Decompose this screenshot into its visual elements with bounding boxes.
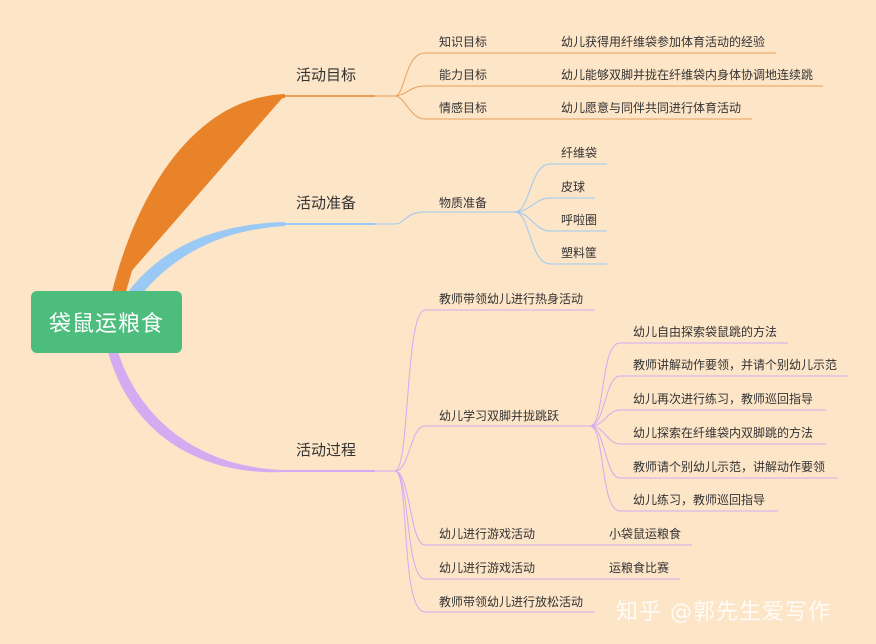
process-link-3 xyxy=(394,470,426,546)
root-node[interactable]: 袋鼠运粮食 xyxy=(31,291,182,353)
branch-goal-stem xyxy=(115,95,285,290)
goal-emotion-detail[interactable]: 幼儿愿意与同伴共同进行体育活动 xyxy=(561,101,742,115)
jump-step-6[interactable]: 幼儿练习，教师巡回指导 xyxy=(633,493,766,507)
goal-knowledge-detail[interactable]: 幼儿获得用纤维袋参加体育活动的经验 xyxy=(561,35,766,49)
prep-item-ball[interactable]: 皮球 xyxy=(561,180,586,194)
watermark: 知乎 @郭先生爱写作 xyxy=(616,600,831,625)
process-link-2 xyxy=(394,425,426,472)
jump-link-5 xyxy=(589,425,621,479)
process-link-5 xyxy=(394,470,426,613)
jump-step-3[interactable]: 幼儿再次进行练习，教师巡回指导 xyxy=(633,392,814,406)
prep-item-hoop[interactable]: 呼啦圈 xyxy=(561,213,598,227)
goal-link-3 xyxy=(394,95,426,120)
branch-prep[interactable]: 活动准备 xyxy=(296,194,357,212)
goal-ability[interactable]: 能力目标 xyxy=(439,68,488,82)
jump-step-4[interactable]: 幼儿探索在纤维袋内双脚跳的方法 xyxy=(633,426,814,440)
jump-link-2 xyxy=(589,375,621,427)
game-1-name[interactable]: 小袋鼠运粮食 xyxy=(609,527,682,541)
prep-link-4 xyxy=(514,211,551,265)
branch-process[interactable]: 活动过程 xyxy=(296,441,357,459)
goal-knowledge[interactable]: 知识目标 xyxy=(439,35,488,49)
process-link-1 xyxy=(375,309,426,472)
jump-step-1[interactable]: 幼儿自由探索袋鼠跳的方法 xyxy=(633,325,778,339)
jump-step-2[interactable]: 教师讲解动作要领，并请个别幼儿示范 xyxy=(633,358,838,372)
prep-item-basket[interactable]: 塑料筐 xyxy=(561,246,598,260)
jump-step-5[interactable]: 教师请个别幼儿示范，讲解动作要领 xyxy=(633,460,826,474)
jump-link-3 xyxy=(589,409,621,427)
process-cooldown[interactable]: 教师带领幼儿进行放松活动 xyxy=(439,595,584,609)
prep-link xyxy=(375,211,426,225)
goal-link-1 xyxy=(375,52,426,97)
goal-emotion[interactable]: 情感目标 xyxy=(439,101,488,115)
process-game-2[interactable]: 幼儿进行游戏活动 xyxy=(439,561,536,575)
prep-link-1 xyxy=(514,163,551,213)
goal-ability-detail[interactable]: 幼儿能够双脚并拢在纤维袋内身体协调地连续跳 xyxy=(561,68,814,82)
branch-prep-stem xyxy=(128,222,285,294)
jump-link-1 xyxy=(589,342,621,427)
branch-goal-stem-body xyxy=(112,94,285,292)
process-game-1[interactable]: 幼儿进行游戏活动 xyxy=(439,527,536,541)
process-warmup[interactable]: 教师带领幼儿进行热身活动 xyxy=(439,292,584,306)
goal-link-2 xyxy=(394,85,426,97)
prep-materials[interactable]: 物质准备 xyxy=(439,196,488,210)
game-2-name[interactable]: 运粮食比赛 xyxy=(609,561,670,575)
prep-item-bag[interactable]: 纤维袋 xyxy=(561,146,598,160)
process-link-4 xyxy=(394,470,426,580)
branch-goal[interactable]: 活动目标 xyxy=(296,66,357,84)
jump-link-6 xyxy=(589,425,621,512)
prep-link-2 xyxy=(514,197,551,213)
process-learn-jump[interactable]: 幼儿学习双脚并拢跳跃 xyxy=(439,409,560,423)
branch-process-stem xyxy=(108,352,285,473)
